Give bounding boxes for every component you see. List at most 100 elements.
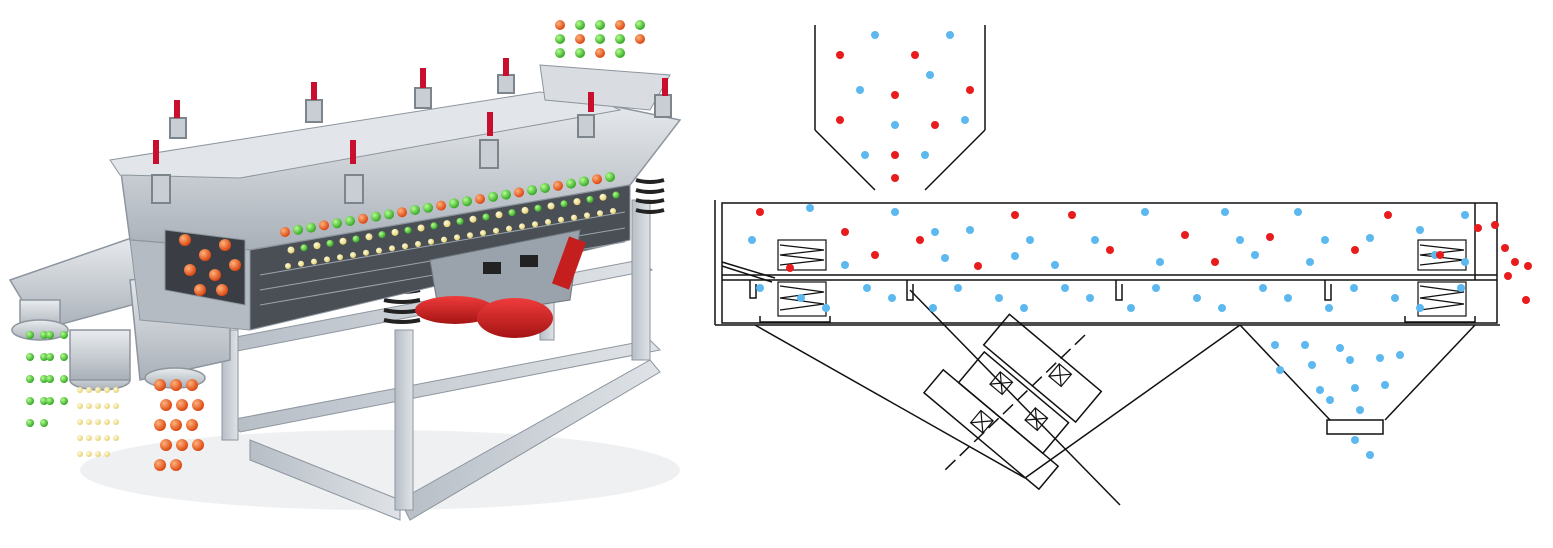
particle	[635, 34, 645, 44]
schematic-particle	[1321, 236, 1329, 244]
particle	[40, 353, 48, 361]
particle	[467, 232, 473, 239]
particle	[77, 403, 83, 409]
schematic-particle	[1381, 381, 1389, 389]
particle	[209, 269, 221, 281]
schematic-particle	[786, 264, 794, 272]
particle	[462, 196, 472, 207]
particle	[104, 387, 110, 393]
particle	[170, 459, 182, 471]
particle	[77, 435, 83, 441]
particle	[376, 247, 382, 254]
schematic-particle	[931, 228, 939, 236]
particle	[610, 208, 616, 214]
particle	[615, 34, 625, 44]
particle	[160, 439, 172, 451]
particle	[410, 205, 420, 215]
particle	[495, 211, 503, 219]
particle	[40, 419, 48, 427]
particle	[219, 239, 231, 251]
schematic-particle	[974, 262, 982, 270]
schematic-particle	[941, 254, 949, 262]
particle	[575, 20, 585, 30]
particle	[154, 379, 166, 391]
schematic-particle	[1461, 258, 1469, 266]
particle	[113, 419, 119, 425]
schematic-particle	[1236, 236, 1244, 244]
particle	[514, 187, 524, 198]
motor-label-plate	[520, 255, 538, 267]
schematic-particle	[1106, 246, 1114, 254]
schematic-particle	[861, 151, 869, 159]
particle	[441, 236, 447, 243]
particle	[186, 379, 198, 391]
schematic-particle	[863, 284, 871, 292]
particle	[26, 353, 34, 361]
schematic-particle	[856, 86, 864, 94]
schematic-particle	[841, 228, 849, 236]
particle	[192, 399, 204, 411]
spring-icon	[777, 239, 1467, 317]
particle	[86, 435, 92, 441]
particle	[104, 403, 110, 409]
hopper-icon	[814, 25, 986, 191]
schematic-particle	[1306, 258, 1314, 266]
particle	[345, 216, 355, 226]
particle	[170, 379, 182, 391]
particle	[384, 209, 394, 220]
particle	[192, 439, 204, 451]
particle	[319, 220, 329, 231]
schematic-particle	[1294, 208, 1302, 216]
particle	[95, 419, 101, 425]
schematic-particle	[1091, 236, 1099, 244]
particle	[26, 331, 34, 339]
particle	[186, 419, 198, 431]
schematic-particle	[1491, 221, 1499, 229]
particle	[371, 211, 381, 222]
particle	[46, 331, 54, 339]
particle	[229, 259, 241, 271]
particle	[558, 216, 564, 223]
particle	[216, 284, 228, 296]
particle	[184, 264, 196, 276]
particle	[77, 387, 83, 393]
particle	[293, 224, 303, 235]
particle	[547, 202, 555, 210]
particle	[527, 185, 537, 196]
particle	[428, 238, 434, 245]
particle	[571, 214, 577, 221]
particle	[95, 451, 101, 457]
particle	[199, 249, 211, 261]
schematic-particle	[921, 151, 929, 159]
particle	[391, 228, 399, 236]
particle	[86, 451, 92, 457]
schematic-particle	[836, 51, 844, 59]
particle	[378, 231, 386, 239]
schematic-particle	[756, 208, 764, 216]
particle	[423, 202, 433, 213]
schematic-particle	[1284, 294, 1292, 302]
schematic-particle	[1051, 261, 1059, 269]
particle	[553, 180, 563, 191]
particle	[389, 245, 395, 252]
particle	[176, 399, 188, 411]
schematic-particle	[1457, 284, 1465, 292]
schematic-particle	[916, 236, 924, 244]
schematic-particle	[822, 304, 830, 312]
particle	[352, 235, 360, 243]
motor-icon	[922, 313, 1103, 491]
particle	[86, 419, 92, 425]
particle	[280, 227, 290, 237]
particle	[350, 252, 356, 258]
schematic-particle	[1141, 208, 1149, 216]
particle	[287, 246, 295, 254]
schematic-particle	[841, 261, 849, 269]
particle	[449, 198, 459, 209]
schematic-particle	[961, 116, 969, 124]
particle	[612, 191, 620, 199]
particle	[113, 435, 119, 441]
particle	[501, 189, 511, 200]
machine-render	[8, 20, 682, 521]
particle	[298, 260, 304, 267]
schematic-particle	[1221, 208, 1229, 216]
